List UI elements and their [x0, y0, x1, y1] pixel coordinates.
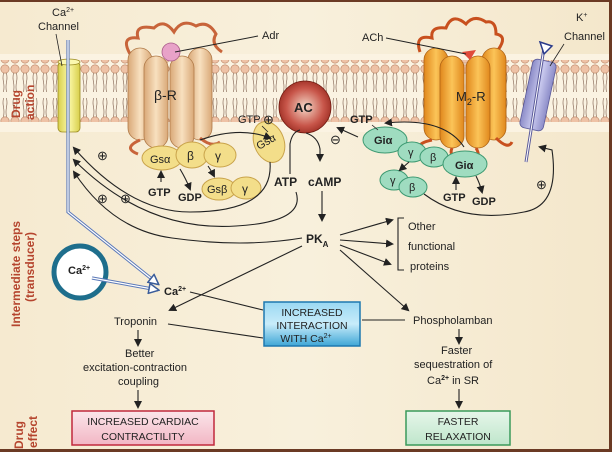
adr-label: Adr	[262, 30, 279, 42]
gs-alpha-label: Gsα	[150, 154, 171, 166]
intermediate-label-1: Intermediate steps	[9, 221, 23, 327]
m2-receptor-label: M2-R	[456, 89, 486, 107]
gi-gamma-dimer-label: γ	[390, 175, 396, 187]
plus-sign-ac-stim: ⊕	[263, 112, 274, 127]
troponin-label: Troponin	[114, 316, 157, 328]
increased-contractility-box: INCREASED CARDIAC CONTRACTILITY	[71, 410, 215, 446]
faster-seq-label-3: Ca2+ in SR	[427, 375, 479, 387]
minus-sign-ac-inhib: ⊖	[330, 132, 341, 147]
better-label-1: Better	[125, 348, 155, 360]
potassium-channel	[519, 40, 557, 163]
drug-effect-label-1: Drug	[12, 421, 26, 449]
faster-relaxation-box: FASTER RELAXATION	[405, 410, 511, 446]
gi-alpha-active: Giα	[362, 126, 408, 154]
gs-to-ca-channel-arrow	[72, 146, 271, 213]
plus-sign-k-channel: ⊕	[536, 177, 547, 192]
intermediate-label-2: (transducer)	[23, 232, 37, 302]
m2-muscarinic-receptor	[417, 17, 514, 162]
gs-beta-gamma-dimer: Gsβ γ	[201, 176, 262, 201]
side-label-intermediate: Intermediate steps (transducer)	[9, 221, 37, 327]
pka-to-phospholamban-arrow	[339, 249, 410, 312]
plus-sign-ca-channel-3: ⊕	[120, 191, 131, 206]
better-label-2: excitation-contraction	[83, 362, 187, 374]
contractility-label-1: INCREASED CARDIAC	[87, 416, 199, 428]
interaction-label-2: INTERACTION	[276, 320, 347, 332]
ca-free-label: Ca2+	[164, 286, 186, 298]
gi-protein-complex: γ β Giα	[397, 141, 488, 178]
gi-alpha-active-label: Giα	[374, 135, 393, 147]
ac-label: AC	[294, 100, 313, 115]
side-label-drug-effect: Drug effect	[12, 416, 40, 449]
ca-channel-label-2: Channel	[38, 21, 79, 33]
gs-gamma-label: γ	[215, 149, 221, 163]
ca-channel-label: Ca2+	[52, 7, 74, 19]
gi-beta-dimer-label: β	[409, 182, 415, 194]
gi-gamma-label: γ	[408, 147, 414, 159]
pka-to-ca-channel-arrow-2	[72, 170, 303, 244]
gdp-label-gs: GDP	[178, 192, 202, 204]
phospholamban-label: Phospholamban	[413, 315, 493, 327]
gtp-label-gs-active: GTP	[238, 114, 261, 126]
relaxation-label-2: RELAXATION	[425, 431, 491, 443]
plus-sign-ca-channel-2: ⊕	[97, 191, 108, 206]
plus-sign-ca-channel-1: ⊕	[97, 148, 108, 163]
adrenaline-ligand	[161, 42, 181, 62]
pka-to-troponin-arrow	[168, 245, 303, 311]
gs-beta-dimer-label: Gsβ	[207, 184, 227, 196]
faster-seq-label-1: Faster	[441, 345, 473, 357]
other-proteins-label-1: Other	[408, 221, 436, 233]
drug-action-label-2: action	[23, 85, 37, 120]
drug-action-label-1: Drug	[9, 90, 23, 118]
ca-store-label: Ca2+	[68, 265, 90, 277]
gtp-label-gs: GTP	[148, 187, 171, 199]
faster-seq-label-2: sequestration of	[414, 359, 493, 371]
other-proteins-bracket	[397, 217, 404, 271]
interaction-label-3: WITH Ca2+	[280, 333, 331, 345]
gdp-label-gi: GDP	[472, 196, 496, 208]
gi-beta-label: β	[430, 152, 436, 164]
acetylcholine-ligand	[462, 50, 476, 60]
beta-receptor-label: β-R	[154, 87, 177, 103]
better-label-3: coupling	[118, 376, 159, 388]
increased-interaction-box: INCREASED INTERACTION WITH Ca2+	[263, 301, 361, 347]
side-label-drug-action: Drug action	[9, 85, 37, 120]
k-channel-label-2: Channel	[564, 31, 605, 43]
gtp-label-gi: GTP	[443, 192, 466, 204]
interaction-label-1: INCREASED	[281, 307, 343, 319]
contractility-label-2: CONTRACTILITY	[101, 431, 184, 443]
gs-beta-label: β	[187, 149, 194, 163]
pathway-diagram: Drug action Intermediate steps (transduc…	[0, 7, 609, 449]
ach-label: ACh	[362, 32, 383, 44]
gi-alpha-label: Giα	[455, 160, 474, 172]
relaxation-label-1: FASTER	[438, 416, 479, 428]
atp-label: ATP	[274, 175, 297, 189]
gtp-label-gi-active: GTP	[350, 114, 373, 126]
camp-label: cAMP	[308, 175, 341, 189]
gs-alpha-active: Gsα	[252, 121, 286, 163]
other-proteins-label-2: functional	[408, 241, 455, 253]
other-proteins-label-3: proteins	[410, 261, 450, 273]
pka-to-ca-channel-arrow-1	[72, 158, 298, 228]
k-channel-label: K+	[576, 12, 587, 24]
pka-label: PKA	[306, 232, 329, 249]
gi-beta-gamma-dimer: γ β	[379, 169, 428, 198]
adenylyl-cyclase	[278, 80, 332, 134]
sarcoplasmic-reticulum	[51, 243, 109, 301]
gs-gamma-dimer-label: γ	[242, 182, 248, 196]
drug-effect-label-2: effect	[26, 416, 40, 448]
beta-adrenergic-receptor	[124, 21, 223, 162]
gs-protein-complex: Gsα β γ	[141, 141, 237, 171]
gi-to-k-channel-arrow	[423, 144, 554, 216]
